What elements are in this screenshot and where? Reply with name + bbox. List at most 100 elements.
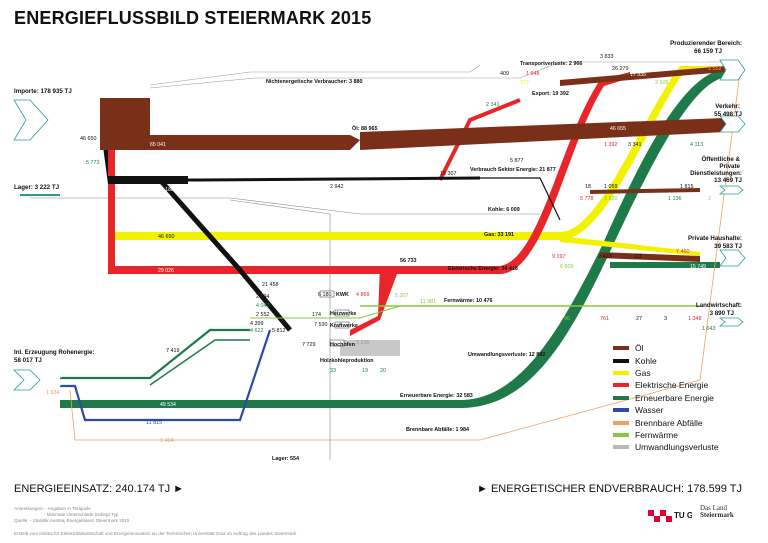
value-label: 5 778 xyxy=(580,196,594,202)
flow-oel xyxy=(60,98,360,150)
label-hochofen: Hochofen xyxy=(330,342,355,348)
value-label: 29 026 xyxy=(158,268,174,274)
note-line: Anmerkungen: - Angaben in Terajoule xyxy=(14,506,91,511)
legend-label: Erneuerbare Energie xyxy=(635,392,714,403)
value-label: 11 981 xyxy=(420,299,436,305)
value-label: 7 530 xyxy=(314,322,328,328)
label-elektrische: Elektrische Energie: 34 418 xyxy=(448,266,518,272)
legend-label: Öl xyxy=(635,343,644,354)
label-fernwaerme: Fernwärme: 10 476 xyxy=(444,298,493,304)
value-label: 46 650 xyxy=(158,234,175,240)
produzierender-arrow[interactable] xyxy=(719,59,746,81)
flow-nichtenergetisch xyxy=(149,64,481,86)
value-label: 17 335 xyxy=(630,72,646,78)
value-label: 6 609 xyxy=(560,264,574,270)
value-label: 2 xyxy=(708,196,711,202)
value-label: 3 341 xyxy=(628,142,642,148)
value-label: 1 643 xyxy=(702,326,716,332)
value-label: 4 118 xyxy=(693,58,706,64)
legend-swatch xyxy=(613,370,629,375)
flow-erneuerbar-thin xyxy=(60,328,250,380)
value-label: 42 148 xyxy=(46,374,62,380)
value-label: 46 655 xyxy=(610,126,626,132)
value-label: 2 410 xyxy=(598,254,612,260)
value-label: 4 869 xyxy=(356,292,370,298)
legend-swatch xyxy=(613,383,629,388)
box-kraftwerke[interactable] xyxy=(334,321,350,329)
note-line: Quelle: - Statistik Austria, Energiebila… xyxy=(14,518,130,523)
oeffentliche-arrow[interactable] xyxy=(718,185,744,195)
value-label: 7 729 xyxy=(302,342,316,348)
label-oeffentliche-3: Dienstleistungen: xyxy=(690,170,742,177)
legend-item: Fernwärme xyxy=(613,429,719,441)
box-hochofen[interactable] xyxy=(329,339,345,347)
label-kraftwerke: Kraftwerke xyxy=(330,323,358,329)
value-label: 19 xyxy=(362,368,368,374)
label-umwandlungsverluste: Umwandlungsverluste: 12 892 xyxy=(468,352,545,358)
value-label: 111 xyxy=(634,254,642,260)
box-kwk[interactable] xyxy=(319,290,335,298)
label-heizkohle: Holzkohleproduktion xyxy=(320,358,374,364)
value-label: 3 xyxy=(664,316,667,322)
value-label: 96 xyxy=(564,316,570,322)
label-erneuerbare: Erneuerbare Energie: 32 583 xyxy=(400,393,473,399)
label-oeffentliche-1: Öffentliche & xyxy=(701,156,740,163)
value-label: 377 xyxy=(520,80,529,86)
value-label: 1 136 xyxy=(668,196,682,202)
value-label: 20 xyxy=(380,368,386,374)
label-brennbare: Brennbare Abfälle: 1 984 xyxy=(406,427,469,433)
land-steiermark-logo: Das Land Steiermark xyxy=(700,505,734,519)
tu-graz-logo-text: TU Graz xyxy=(674,511,692,520)
land-logo-line: Das Land xyxy=(700,504,728,512)
value-label: 4 622 xyxy=(250,328,264,334)
value-label: 1 392 xyxy=(604,142,618,148)
landwirtschaft-arrow[interactable] xyxy=(718,317,744,327)
value-label: 49 534 xyxy=(160,402,176,408)
value-label: 409 xyxy=(500,71,509,77)
label-lager: Lager: 3 222 TJ xyxy=(14,184,60,191)
flow-wasser xyxy=(60,329,272,422)
value-label: 26 279 xyxy=(612,66,629,72)
flow-verluste xyxy=(340,340,400,356)
flow-oel-to-ind xyxy=(560,66,725,86)
value-label: 1 634 xyxy=(46,390,60,396)
flow-kohle-sektor xyxy=(185,176,481,182)
value-label: 15 749 xyxy=(690,264,706,270)
value-label: 1 059 xyxy=(604,184,618,190)
land-logo-line: Steiermark xyxy=(700,511,734,519)
flow-oel-haushalte xyxy=(600,252,700,262)
value-label: 4 042 xyxy=(256,303,270,309)
legend-item: Erneuerbare Energie xyxy=(613,392,719,404)
legend-swatch xyxy=(613,346,629,351)
value-label: 5 877 xyxy=(510,158,524,164)
flow-elektrisch-down xyxy=(350,266,400,336)
flow-oel-main xyxy=(360,118,735,150)
label-inl-erzeugung-value: 58 017 TJ xyxy=(14,357,42,364)
legend-item: Wasser xyxy=(613,404,719,416)
value-label: 15 307 xyxy=(440,171,457,177)
credit-line: Erstellt vom Institut für Elektrizitätsw… xyxy=(14,531,297,536)
box-heizwerke[interactable] xyxy=(334,309,350,317)
flow-kohle-down xyxy=(158,178,292,332)
value-label: 65 041 xyxy=(80,106,96,112)
flow-kohle-right xyxy=(480,177,561,221)
value-label: 9 197 xyxy=(552,254,566,260)
haushalte-arrow[interactable] xyxy=(719,249,746,267)
label-oeffentliche-value: 13 469 TJ xyxy=(714,177,742,184)
value-label: 1 648 xyxy=(526,71,540,77)
value-label: 2 194 xyxy=(256,294,270,300)
legend-item: Öl xyxy=(613,342,719,354)
label-oeffentliche-2: Private xyxy=(719,163,740,170)
label-gas: Gas: 33 191 xyxy=(484,232,514,238)
value-label: 7 419 xyxy=(166,348,180,354)
inl-erzeugung-arrow[interactable] xyxy=(13,369,41,391)
value-label: 46 650 xyxy=(80,136,97,142)
value-label: 1 552 xyxy=(708,66,722,72)
value-label: 1 494 xyxy=(160,438,174,444)
verkehr-arrow[interactable] xyxy=(719,115,746,133)
value-label: 1 235 xyxy=(356,340,370,346)
label-oel: Öl: 88 965 xyxy=(352,125,377,132)
importe-arrow[interactable] xyxy=(13,99,49,141)
value-label: 27 xyxy=(636,316,642,322)
legend-item: Brennbare Abfälle xyxy=(613,416,719,428)
